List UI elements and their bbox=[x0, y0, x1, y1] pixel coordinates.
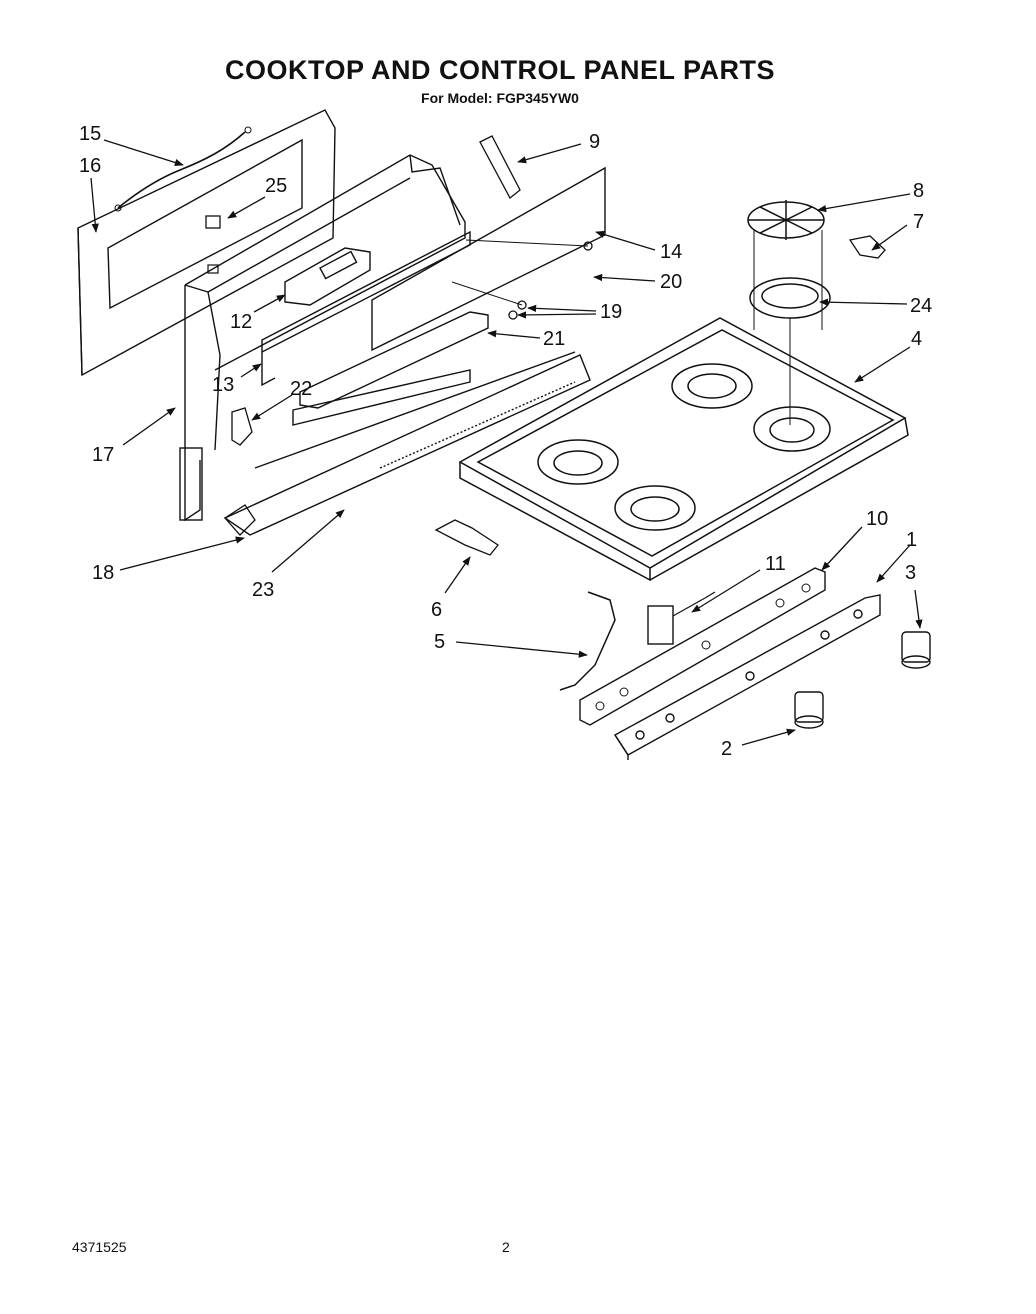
callout-16: 16 bbox=[79, 155, 101, 177]
control-panel-overlay-16 bbox=[77, 109, 336, 377]
callout-10: 10 bbox=[866, 508, 888, 530]
callout-24: 24 bbox=[910, 295, 932, 317]
clip-22 bbox=[231, 407, 253, 446]
callout-22: 22 bbox=[290, 378, 312, 400]
grate-8 bbox=[747, 200, 825, 330]
insert-panel-14 bbox=[371, 166, 606, 352]
callout-3: 3 bbox=[905, 562, 916, 584]
callout-19: 19 bbox=[600, 301, 622, 323]
end-cap-18 bbox=[224, 504, 256, 536]
trim-strip-10 bbox=[579, 567, 826, 726]
callout-4: 4 bbox=[911, 328, 922, 350]
clip-25 bbox=[205, 215, 221, 229]
clock-12 bbox=[284, 247, 371, 306]
bracket-13 bbox=[261, 230, 471, 387]
leader-lines bbox=[90, 139, 923, 746]
bracket-7 bbox=[848, 235, 886, 259]
callout-23: 23 bbox=[252, 579, 274, 601]
drip-bowl-24 bbox=[749, 277, 831, 425]
callout-13: 13 bbox=[212, 374, 234, 396]
clip-6 bbox=[434, 519, 499, 556]
page-title: COOKTOP AND CONTROL PANEL PARTS bbox=[224, 55, 776, 85]
callout-12: 12 bbox=[230, 311, 252, 333]
cooktop-4 bbox=[458, 317, 909, 582]
callout-18: 18 bbox=[92, 562, 114, 584]
callout-14: 14 bbox=[660, 241, 682, 263]
bracket-21 bbox=[299, 311, 489, 409]
manifold-panel-23 bbox=[223, 351, 591, 536]
page-number: 2 bbox=[502, 1239, 510, 1255]
backguard-17 bbox=[179, 154, 466, 522]
callout-9: 9 bbox=[589, 131, 600, 153]
callout-6: 6 bbox=[431, 599, 442, 621]
wire-5 bbox=[559, 591, 616, 691]
callout-5: 5 bbox=[434, 631, 445, 653]
callout-11: 11 bbox=[765, 553, 786, 575]
callout-20: 20 bbox=[660, 271, 682, 293]
knob-2 bbox=[794, 691, 824, 729]
control-panel-1 bbox=[614, 594, 881, 760]
wire-harness-15 bbox=[117, 131, 246, 209]
callout-25: 25 bbox=[265, 175, 287, 197]
bracket-9 bbox=[479, 135, 521, 199]
callout-2: 2 bbox=[721, 738, 732, 760]
callout-8: 8 bbox=[913, 180, 924, 202]
switch-11 bbox=[647, 605, 674, 645]
callout-15: 15 bbox=[79, 123, 101, 145]
document-number: 4371525 bbox=[72, 1239, 127, 1255]
callout-21: 21 bbox=[543, 328, 565, 350]
model-subtitle: For Model: FGP345YW0 bbox=[421, 90, 579, 106]
callout-1: 1 bbox=[906, 529, 917, 551]
callout-17: 17 bbox=[92, 444, 114, 466]
callout-7: 7 bbox=[913, 211, 924, 233]
knob-3 bbox=[901, 631, 931, 669]
